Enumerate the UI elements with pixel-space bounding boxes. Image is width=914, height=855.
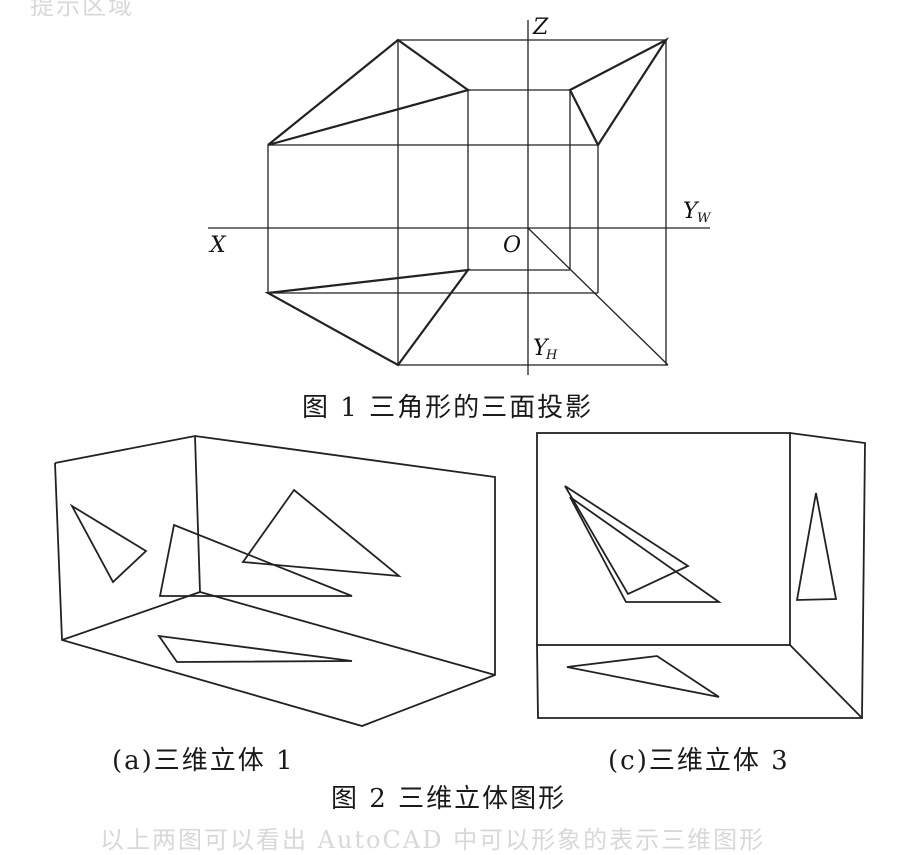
axis-label-z: Z (532, 15, 549, 40)
figure1-caption: 图 1 三角形的三面投影 (302, 393, 594, 423)
axis-label-origin: O (503, 233, 521, 258)
side-view-triangle (568, 37, 670, 148)
triangle-floor-c (566, 655, 720, 698)
figure2-caption: 图 2 三维立体图形 (331, 784, 567, 814)
header-bleed-text: 提示区域 (30, 0, 134, 20)
triangle-left-wall (69, 503, 148, 584)
front-view-triangle (267, 38, 471, 147)
figure2a-subcaption: (a)三维立体 1 (112, 746, 295, 776)
axis-label-yh: Y (533, 336, 550, 361)
figure1-projection (208, 20, 710, 375)
figure2c-subcaption: (c)三维立体 3 (608, 746, 790, 776)
figure2c-solid (536, 432, 866, 719)
axis-label-yw-sub: W (697, 211, 712, 226)
triangle-back-wall-1 (564, 485, 690, 596)
triangle-back-wall-2 (569, 496, 722, 603)
axis-label-yh-sub: H (545, 348, 558, 363)
axis-label-x: X (208, 233, 227, 258)
triangle-right-wall (241, 488, 402, 578)
triangle-floor (157, 634, 353, 663)
top-view-triangle (264, 268, 471, 367)
triangle-middle (158, 523, 353, 597)
figure2a-solid (54, 435, 496, 727)
triangle-side-wall (795, 492, 838, 601)
axis-label-yw: Y (683, 199, 700, 224)
diagonal-45-line (527, 227, 669, 366)
footer-bleed-text: 以上两图可以看出 AutoCAD 中可以形象的表示三维图形 (100, 826, 766, 854)
